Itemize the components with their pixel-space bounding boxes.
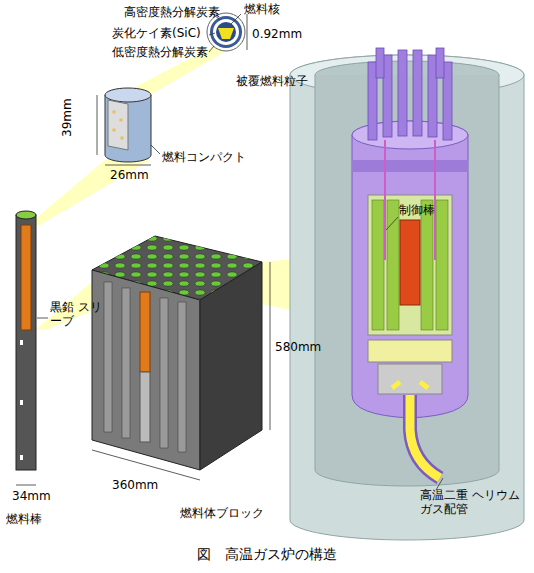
part-label: 高温二重 ヘリウムガス配管 <box>420 488 524 517</box>
part-label: 燃料棒 <box>6 512 42 526</box>
part-label: 燃料核 <box>244 2 280 16</box>
dimension: 580mm <box>275 340 321 354</box>
part-label: 低密度熱分解炭素 <box>112 45 208 59</box>
dimension: 360mm <box>112 478 158 492</box>
part-label: 黒鉛 スリーブ <box>50 300 112 329</box>
part-label: 燃料コンパクト <box>162 150 246 164</box>
figure-caption: 図 高温ガス炉の構造 <box>197 546 337 564</box>
dimension: 39mm <box>60 99 74 138</box>
dimension: 0.92mm <box>252 27 302 41</box>
part-label: 炭化ケイ素(SiC) <box>112 26 201 40</box>
dimension: 26mm <box>110 168 149 182</box>
part-label: 高密度熱分解炭素 <box>124 5 220 19</box>
part-label: 被覆燃料粒子 <box>236 74 308 88</box>
dimension: 34mm <box>12 489 51 503</box>
part-label: 制御棒 <box>399 203 435 217</box>
part-label: 燃料体ブロック <box>180 506 264 520</box>
